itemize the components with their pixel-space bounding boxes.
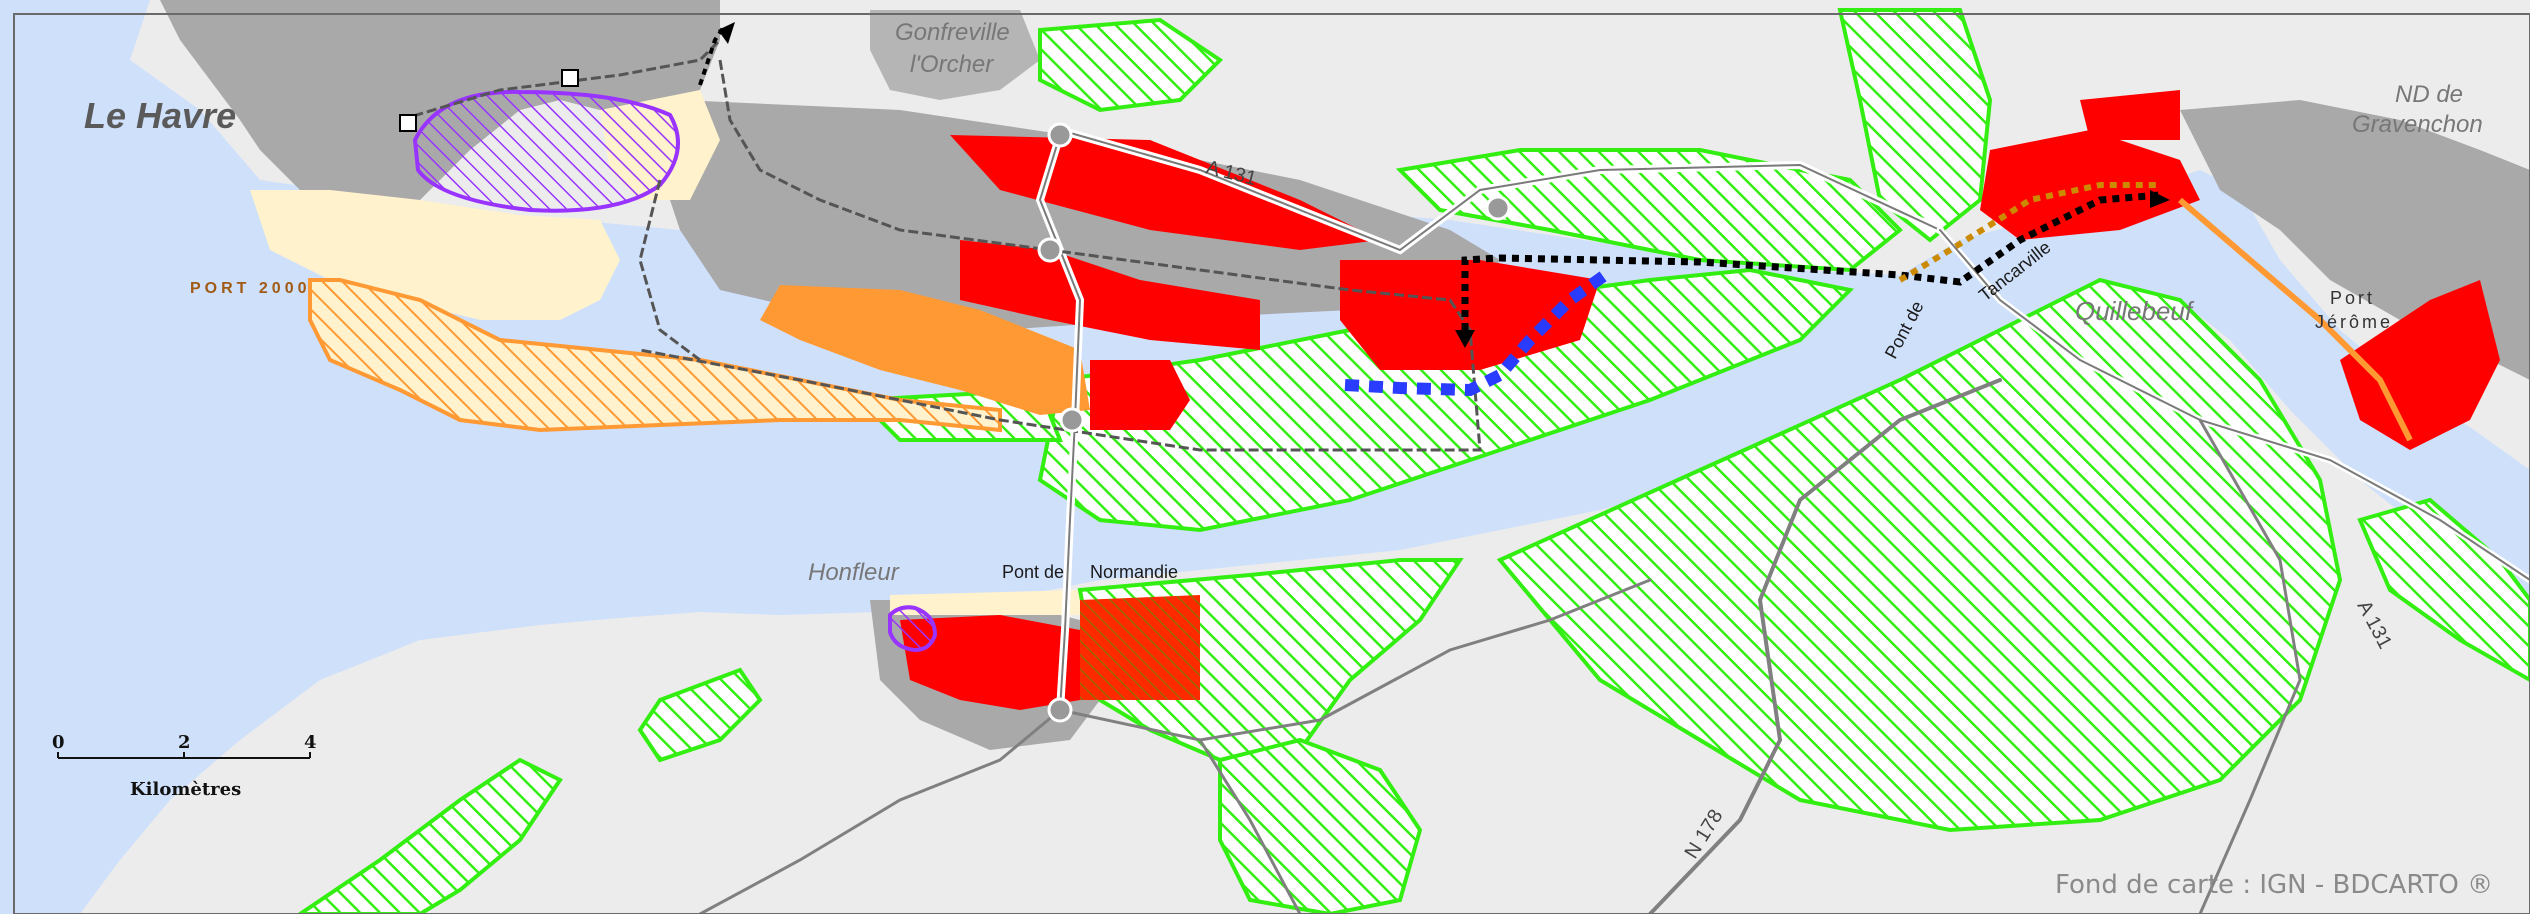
label-pont-normandie-1: Pont de (1002, 562, 1064, 582)
natural-zone-far-east (2357, 497, 2530, 683)
scale-label-4: 4 (304, 732, 317, 753)
label-gonfreville-1: Gonfreville (895, 19, 1010, 46)
orange-industrial-port (760, 285, 1090, 415)
honfleur-purple-zone (888, 605, 938, 653)
industrial-zone-central (960, 240, 1260, 350)
industrial-zone-honfleur (900, 615, 1080, 710)
port-sand-zone (250, 190, 620, 320)
industrial-zone-honfleur-hatched (1080, 595, 1200, 700)
natural-zone-west-coast (296, 757, 563, 914)
natural-zone-honfleur-west (637, 667, 763, 763)
port-industrial-grey (660, 100, 1500, 330)
label-le-havre: Le Havre (84, 95, 236, 136)
label-port-jerome-2: Jérôme (2315, 312, 2393, 332)
label-port-jerome-1: Port (2330, 288, 2375, 308)
scale-label-0: 0 (52, 732, 65, 753)
label-honfleur: Honfleur (808, 559, 900, 586)
honfleur-sand-zone (890, 590, 1080, 615)
natural-zone-south-valley (1218, 737, 1423, 914)
road-a131-outline (1059, 129, 1941, 252)
label-nd-gravenchon-1: ND de (2395, 81, 2463, 108)
road-west-south (698, 708, 1062, 914)
road-south-2 (1198, 738, 1302, 914)
map-frame (13, 13, 2530, 914)
port-jerome-bank-strip (2178, 197, 2413, 442)
road-pont-normandie-outline (1038, 134, 1082, 711)
interchange-east (1485, 195, 1511, 221)
natural-zone-east-meander (1496, 277, 2343, 833)
label-gonfreville-2: l'Orcher (910, 51, 994, 78)
industrial-zone-harbor (1090, 360, 1190, 430)
label-quillebeuf: Quillebeuf (2075, 296, 2195, 326)
industrial-zone-port-jerome-top (2080, 90, 2180, 140)
road-n178 (1648, 378, 2002, 914)
scale-unit-label: Kilomètres (130, 779, 241, 800)
freight-route-black (1461, 191, 2161, 330)
interchanges (1037, 122, 1511, 723)
label-nd-gravenchon-2: Gravenchon (2352, 111, 2483, 138)
le-havre-purple-zone (412, 89, 680, 213)
route-arrow-north (718, 22, 735, 44)
road-south-east (1058, 578, 1652, 742)
le-havre-urban-area (160, 0, 720, 210)
lock-symbol-1 (399, 114, 417, 132)
gonfreville-urban (870, 10, 1040, 100)
port-2000-extension-zone (308, 278, 1002, 433)
natural-zone-gonfreville (1038, 17, 1224, 113)
interchange-gonfreville (1047, 122, 1073, 148)
interchange-port-south (1059, 407, 1085, 433)
natural-zone-tancarville (1837, 8, 1993, 243)
interchange-honfleur (1047, 697, 1073, 723)
route-arrow-south (1455, 330, 1475, 348)
scale-label-2: 2 (178, 732, 191, 753)
label-port-2000: PORT 2000 (190, 280, 310, 297)
route-arrow-east (2150, 190, 2170, 208)
scale-bar: 0 2 4 Kilomètres (52, 732, 317, 800)
railway-line (399, 38, 1482, 452)
road-east-south (2198, 418, 2302, 914)
road-network (698, 126, 2530, 914)
lock-symbol-2 (561, 69, 579, 87)
map-credit: Fond de carte : IGN - BDCARTO ® (2055, 870, 2493, 900)
label-pont-normandie-2: Normandie (1090, 562, 1178, 582)
interchange-port-north (1037, 237, 1063, 263)
industrial-zone-north-strip (950, 135, 1380, 250)
blue-dashed-route (1344, 270, 1609, 397)
industrial-zone-port-jerome-east (2340, 280, 2500, 450)
